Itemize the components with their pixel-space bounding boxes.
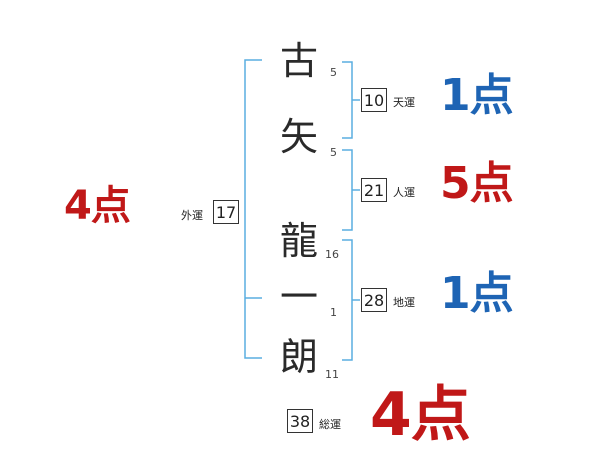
jinkaku-score: 5点: [440, 158, 514, 209]
name-char-1: 古: [279, 39, 318, 83]
stroke-count-2: 5: [330, 146, 337, 159]
name-char-4: 一: [279, 275, 318, 319]
chikaku-value-box: 28: [361, 288, 387, 312]
jinkaku-value-box: 21: [361, 178, 387, 202]
stroke-count-1: 5: [330, 66, 337, 79]
tenkaku-bracket: [342, 61, 353, 139]
gaikaku-bracket: [244, 59, 262, 359]
name-char-3: 龍: [279, 219, 318, 263]
jinkaku-label: 人運: [393, 186, 415, 199]
stroke-count-5: 11: [325, 368, 339, 381]
jinkaku-bracket: [342, 149, 353, 231]
gaikaku-value-box: 17: [213, 200, 239, 224]
stroke-count-4: 1: [330, 306, 337, 319]
name-char-2: 矢: [279, 115, 318, 159]
gaikaku-label: 外運: [181, 209, 203, 222]
tenkaku-score: 1点: [440, 70, 514, 121]
chikaku-bracket: [342, 239, 353, 361]
name-char-5: 朗: [279, 335, 318, 379]
soukaku-label: 総運: [319, 418, 341, 431]
soukaku-value-box: 38: [287, 409, 313, 433]
tenkaku-value-box: 10: [361, 88, 387, 112]
stroke-count-3: 16: [325, 248, 339, 261]
gaikaku-score: 4点: [64, 183, 131, 229]
soukaku-score: 4点: [370, 380, 471, 450]
chikaku-label: 地運: [393, 296, 415, 309]
tenkaku-label: 天運: [393, 96, 415, 109]
chikaku-score: 1点: [440, 268, 514, 319]
